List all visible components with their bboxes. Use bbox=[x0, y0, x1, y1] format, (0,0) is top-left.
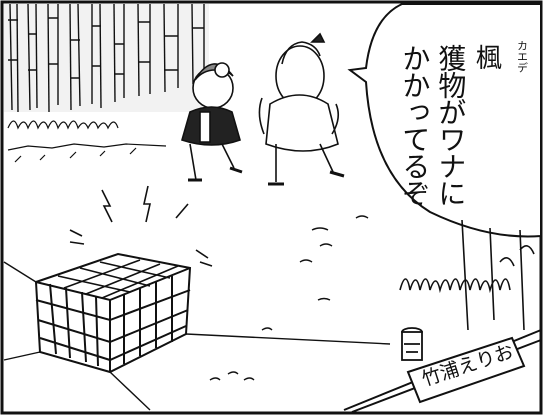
signpost-icon bbox=[406, 336, 526, 404]
wooden-stake bbox=[401, 327, 423, 361]
speech-bubble-icon bbox=[347, 3, 542, 238]
grass-background bbox=[7, 120, 167, 163]
wooden-cage-trap-icon bbox=[34, 252, 192, 374]
girl-character bbox=[181, 62, 243, 182]
speaker-name: 楓 bbox=[471, 44, 502, 70]
ground-lines bbox=[3, 215, 391, 411]
speech-line-1: 獲物がワナに bbox=[434, 44, 468, 206]
speech-line-2: かかってるぞ bbox=[398, 44, 432, 206]
speaker-name-ruby: カエデ bbox=[515, 40, 529, 73]
motion-lines bbox=[69, 185, 213, 267]
bamboo-grove-icon bbox=[4, 3, 209, 113]
right-trees bbox=[399, 219, 535, 331]
boy-character bbox=[258, 32, 345, 186]
